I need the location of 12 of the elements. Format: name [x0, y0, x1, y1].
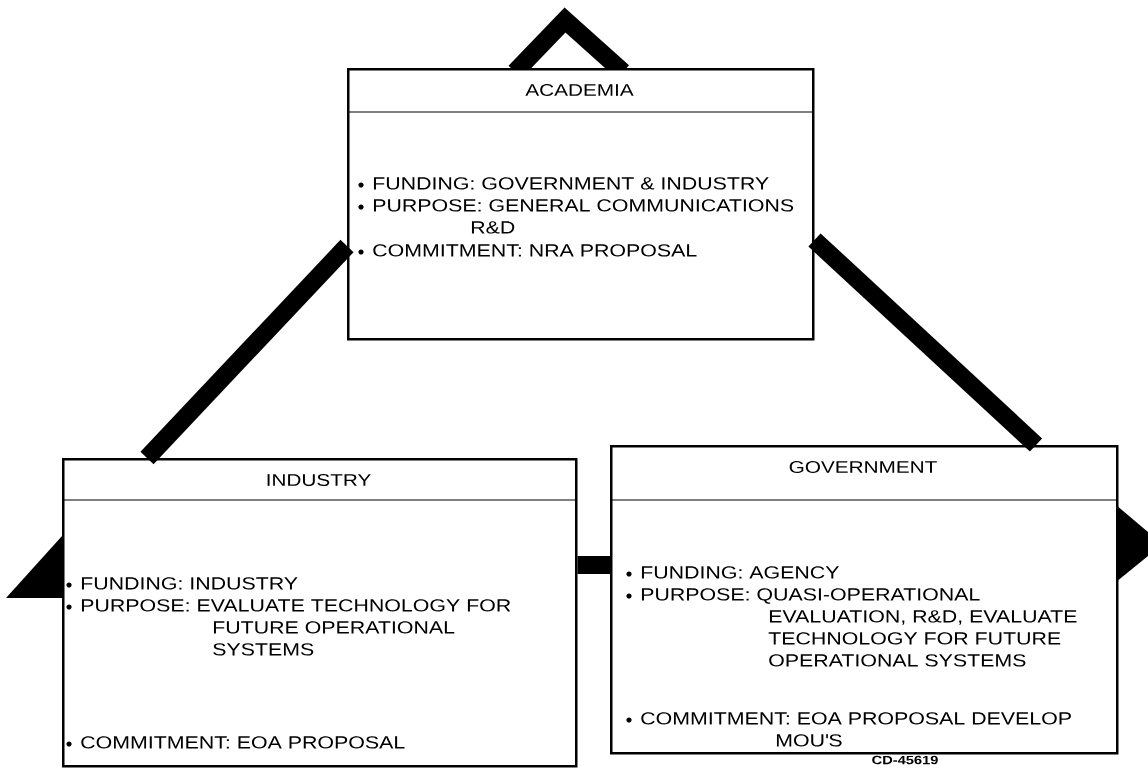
list-item: COMMITMENT: EOA PROPOSAL DEVELOP MOU'S — [641, 712, 1071, 747]
connector-bar — [140, 239, 354, 465]
connector-bar — [577, 556, 610, 574]
list-item: COMMITMENT: NRA PROPOSAL — [373, 244, 697, 257]
list-item: COMMITMENT: EOA PROPOSAL — [81, 736, 405, 749]
connector-bar — [808, 233, 1043, 452]
list-item: PURPOSE: EVALUATE TECHNOLOGY FOR FUTURE OPERATIONAL SYSTEMS — [81, 599, 511, 656]
list-item: PURPOSE: GENERAL COMMUNICATIONS R&D — [373, 199, 794, 234]
list-item: FUNDING: AGENCY — [641, 566, 839, 579]
list-item: FUNDING: INDUSTRY — [81, 577, 298, 590]
list-item: PURPOSE: QUASI-OPERATIONAL EVALUATION, R&D, EVALUATE TECHNOLOGY FOR FUTURE OPERATIONAL SYSTEMS — [641, 588, 1077, 667]
list-item: FUNDING: GOVERNMENT & INDUSTRY — [373, 177, 769, 190]
